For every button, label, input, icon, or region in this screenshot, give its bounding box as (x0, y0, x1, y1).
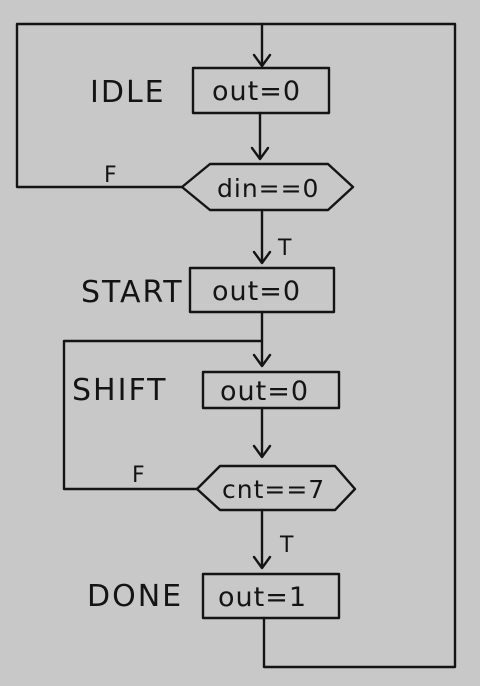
shift-to-cnt-arrow (252, 444, 272, 459)
state-name-idle: IDLE (90, 75, 166, 110)
idle-to-din-arrow (250, 146, 270, 161)
decision-din-condition: din==0 (217, 174, 319, 203)
state-action-shift: out=0 (220, 376, 309, 407)
din-true-label: T (277, 236, 292, 261)
state-box-done (201, 572, 341, 620)
din-true-arrow (252, 250, 272, 265)
decision-din (180, 162, 355, 212)
decision-cnt (195, 464, 357, 512)
done-return-line (260, 22, 457, 669)
cnt-true-label: T (279, 533, 294, 558)
state-name-start: START (81, 275, 184, 310)
state-action-idle: out=0 (212, 76, 301, 107)
state-action-start: out=0 (212, 276, 301, 307)
decision-cnt-condition: cnt==7 (222, 475, 325, 504)
cnt-true-arrow (252, 555, 272, 570)
cnt-false-label: F (132, 463, 145, 488)
din-false-label: F (104, 163, 117, 188)
state-name-shift: SHIFT (72, 373, 168, 408)
top-arrow-head (252, 53, 272, 68)
start-to-shift-arrow (252, 353, 272, 368)
din-false-line (15, 22, 264, 189)
cnt-false-line (62, 339, 264, 491)
state-box-shift (201, 370, 341, 410)
state-action-done: out=1 (218, 582, 307, 613)
state-name-done: DONE (87, 579, 183, 614)
